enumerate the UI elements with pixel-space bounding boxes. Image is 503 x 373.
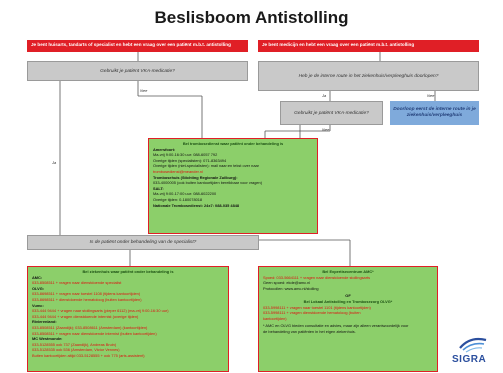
geen-spoed-line: Geen spoed: ekde@amc.nl [263,280,311,286]
olvg-contact-line-1: 033-5998111 + vragen naar toestel 1101 (… [263,304,371,310]
vumc-title: Vumc: [32,302,44,308]
sigra-logo: SIGRA [448,334,498,368]
label-ja-1: Ja [52,160,57,165]
label-nee-3: Nee [322,127,330,132]
question-interne-route: Heb je de interne route in het ziekenhui… [258,61,479,91]
rivierenland-title: Rivierenland: [32,319,57,325]
amersfoort-title: Amersfoort: [153,146,176,152]
trombosedienst-header: Bel trombosedienst waar patiënt onder be… [182,141,284,146]
ziekenhuis-box: Bel ziekenhuis waar patiënt onder behand… [27,266,229,372]
sigra-logo-icon [459,337,487,353]
trombosehuis-line-1: 033-4000005 (ook buiten kantoortijden be… [153,180,263,186]
question-vka-left: Gebruikt je patiënt VKA-medicatie? [27,61,248,81]
olvg-contact-line-3: kantoortijden) [263,315,287,321]
westmonde-line-3: Buiten kantoortijden altijd 033-5128555 … [32,352,145,358]
olvg-title: OLVG: [32,285,45,291]
label-nee-1: Nee [140,88,148,93]
sigra-logo-text: SIGRA [452,354,487,365]
footnote-line-1: * AMC en OLVG bieden consultatie en advi… [263,323,409,329]
top-left-start-box: Je bent huisarts, tandarts of specialist… [27,40,248,52]
amersfoort-email-link[interactable]: trombosedienst@meander.nl [153,168,203,174]
westmonde-line-1: 033-5128555 ook 737 (Zaandijk), Andreas … [32,341,117,347]
expertisecentrum-header: Bel Expertisecentrum AMC* [322,269,374,274]
olvg-contact-line-2: 033-5998111 + vragen dienstdoende hemato… [263,310,361,316]
salt-line-1: Ma-vrij 9:00-17:00 uur: 088-6022200 [153,191,217,197]
nationale-trombosedienst: Nationale Trombosedienst: 24x7: 088-035 … [153,202,240,208]
amersfoort-line-2: Overige tijden (specialisten): 071-83634… [153,157,227,163]
salt-title: SALT: [153,185,164,191]
spoed-line: Spoed: 033-5664111 + vragen naar dienstd… [263,274,371,280]
question-vka-right: Gebruikt je patiënt VKA-medicatie? [280,101,383,125]
label-ja-2: Ja [322,93,327,98]
vumc-line-1: 033-444 9444 + vragen naar stollingsarts… [32,308,169,314]
amc-title: AMC: [32,274,43,280]
westmonde-line-2: 033-5128535 ook 536 (Amsterdam, Victor V… [32,347,120,353]
protocollen-line: Protocollen: www.amc.nl/stolling [263,285,319,291]
olvg-line-1: 033-8698511 + vragen naar toestel 1108 (… [32,291,141,297]
page-title: Beslisboom Antistolling [154,8,349,27]
top-right-start-box: Je bent medicijn en hebt een vraag over … [258,40,479,52]
vumc-line-2: 033-444 9444 + vragen dienstdoende inter… [32,313,139,319]
ziekenhuis-header: Bel ziekenhuis waar patiënt onder behand… [82,269,174,274]
olvg-line-2: 033-8698511 + dienstdoende hematoloog (b… [32,296,142,302]
amersfoort-line-1: Ma-vrij 9:00-16:30 uur: 088-6057 792 [153,152,218,158]
note-interne-route: Doorloop eerst de interne route in je zi… [390,101,479,125]
of-separator: OF [345,293,351,299]
footnote-line-2: de behandeling van patiënten in het eige… [263,328,356,334]
label-nee-2: Nee [427,93,435,98]
question-specialist: Is de patiënt onder behandeling van de s… [27,235,259,250]
amc-line: 033-8508511 + vragen naar dienstdoende s… [32,280,122,286]
trombosedienst-box: Bel trombosedienst waar patiënt onder be… [148,138,318,234]
rivierenland-line-2: 033-8508511 + vragen naar dienstdoende i… [32,330,157,336]
amersfoort-line-3: Overige tijden (niet-specialisten): mail… [153,163,259,169]
westmonde-title: MC Westmonde: [32,336,63,342]
rivierenland-line-1: 033-8508511 (Zaandijk); 033-8508611 (Ams… [32,324,148,330]
expertisecentrum-box: Bel Expertisecentrum AMC* Spoed: 033-566… [258,266,438,372]
trombosehuis-title: Trombosehuis (Stichting Regionale Zuilbu… [153,174,238,180]
salt-line-2: Overige tijden: 0-180078018 [153,196,203,202]
olvg-antistolling-header: Bel Lokaal Antistolling en Trombosezorg … [303,298,393,304]
